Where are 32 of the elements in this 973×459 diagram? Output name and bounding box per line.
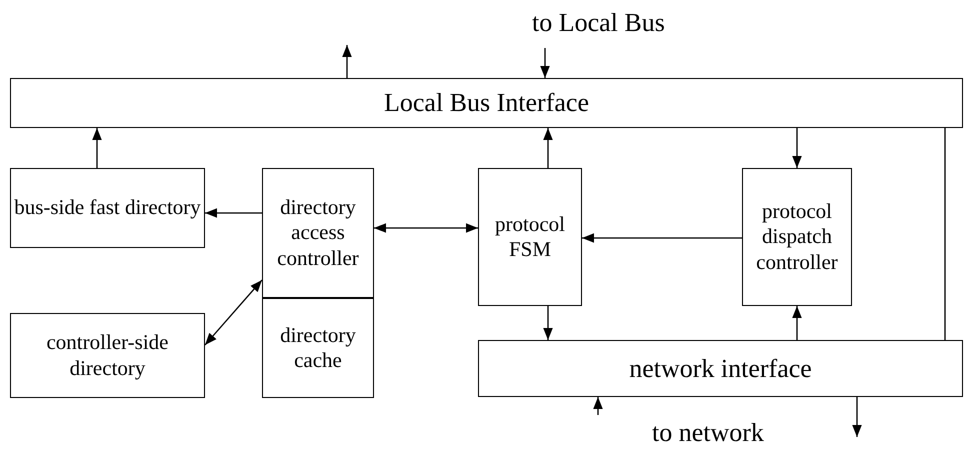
process-box [742, 168, 852, 306]
arrow [852, 397, 862, 437]
process-box [10, 78, 963, 128]
box-label: protocol dispatch controller [755, 199, 839, 275]
arrow [205, 208, 262, 218]
box-label: network interface [629, 352, 812, 384]
process-box [10, 313, 205, 398]
text-label: to Local Bus [532, 8, 665, 38]
process-box [262, 298, 374, 398]
arrow [92, 128, 102, 168]
arrow [582, 233, 742, 243]
box-label: controller-side directory [45, 330, 170, 381]
arrow [593, 397, 603, 415]
arrow [792, 306, 802, 340]
connector-line [944, 128, 946, 340]
box-label: Local Bus Interface [384, 87, 589, 119]
arrow [204, 280, 262, 346]
process-box [478, 168, 582, 306]
process-box [478, 340, 963, 397]
box-label: protocol FSM [494, 212, 566, 262]
text-label: to network [652, 418, 764, 448]
arrow [540, 48, 550, 78]
arrow [543, 306, 553, 340]
process-box [10, 168, 205, 248]
process-box [262, 168, 374, 298]
arrow [342, 45, 352, 78]
box-label: directory cache [279, 322, 357, 374]
box-label: directory access controller [276, 195, 360, 271]
box-label: bus-side fast directory [14, 195, 201, 221]
arrow [543, 128, 553, 168]
arrow [374, 223, 478, 233]
arrow [792, 128, 802, 168]
